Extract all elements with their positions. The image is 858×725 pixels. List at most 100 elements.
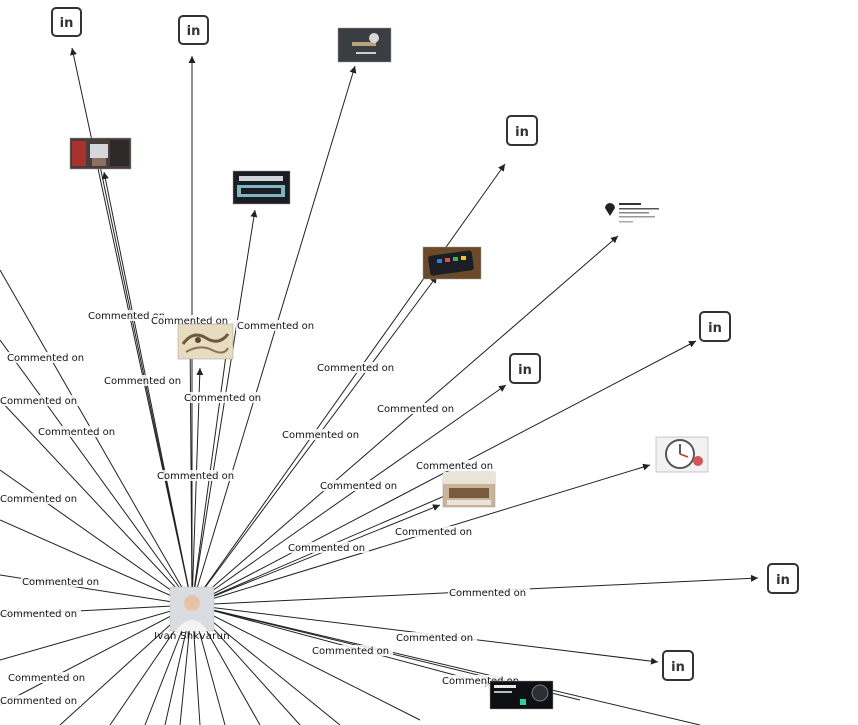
edge-label-background <box>7 672 89 683</box>
edge-label-background <box>0 608 81 619</box>
linkedin-icon <box>51 7 82 37</box>
edge-label: Commented on <box>0 494 77 505</box>
image-node[interactable] <box>337 27 392 63</box>
edge-line <box>0 339 193 606</box>
edge-label-background <box>37 426 119 437</box>
edge-label: Commented on <box>416 461 493 472</box>
vintage-map-icon <box>177 323 234 360</box>
edge-label-background <box>156 470 238 481</box>
linkedin-icon <box>662 650 694 681</box>
edge-line <box>0 604 193 661</box>
linkedin-icon-text: in <box>60 16 74 31</box>
edge-label: Commented on <box>320 481 397 492</box>
edge-label-background <box>150 315 232 326</box>
image-node[interactable] <box>655 436 709 473</box>
image-node[interactable] <box>422 246 482 280</box>
edge-label: Commented on <box>288 543 365 554</box>
edge-label-background <box>395 632 477 643</box>
edge-arrow <box>101 171 193 606</box>
linkedin-node[interactable]: in <box>767 563 799 594</box>
edge-line <box>191 325 231 606</box>
edge-label: Commented on <box>237 321 314 332</box>
edge-label-background <box>394 526 476 537</box>
edge-label: Commented on <box>151 316 228 327</box>
edge-label: Commented on <box>0 609 77 620</box>
linkedin-icon-text: in <box>776 573 790 588</box>
image-node[interactable] <box>232 170 291 205</box>
linkedin-icon-text: in <box>518 363 532 378</box>
edge-label-background <box>236 320 318 331</box>
edge-label: Commented on <box>449 588 526 599</box>
edge-label-background <box>376 403 458 414</box>
edge-arrow <box>191 209 258 606</box>
edge-label-background <box>6 352 88 363</box>
edge-line <box>191 604 701 725</box>
edge-label-background <box>316 362 398 373</box>
edge-label-background <box>87 310 169 321</box>
linkedin-node[interactable]: in <box>699 311 731 342</box>
center-node-label: Ivan Shkvarun <box>154 631 230 642</box>
edge-label: Commented on <box>0 696 77 707</box>
edge-label-background <box>287 542 369 553</box>
edge-label: Commented on <box>312 646 389 657</box>
edge-arrow <box>191 367 204 606</box>
linkedin-icon-text: in <box>671 660 685 675</box>
linkedin-icon <box>506 115 538 146</box>
edge-label: Commented on <box>22 577 99 588</box>
edge-arrow <box>191 235 619 606</box>
nodes-layer: in in in <box>51 7 799 710</box>
document-node[interactable] <box>602 200 670 230</box>
linkedin-node[interactable]: in <box>509 353 541 384</box>
linkedin-icon-text: in <box>187 24 201 39</box>
linkedin-icon <box>699 311 731 342</box>
linkedin-icon-text: in <box>515 125 529 140</box>
edge-label: Commented on <box>8 673 85 684</box>
edge-arrow <box>191 275 438 606</box>
linkedin-icon <box>178 15 209 45</box>
edge-label-background <box>0 695 81 706</box>
edge-label-background <box>183 392 265 403</box>
edge-label: Commented on <box>38 427 115 438</box>
linkedin-node[interactable]: in <box>506 115 538 146</box>
linkedin-node[interactable]: in <box>178 15 209 45</box>
edge-line <box>0 519 193 606</box>
edge-label: Commented on <box>88 311 165 322</box>
edge-label: Commented on <box>442 676 519 687</box>
edge-label-background <box>319 480 401 491</box>
edge-line <box>0 469 193 606</box>
edge-label-background <box>311 645 393 656</box>
edge-label: Commented on <box>282 430 359 441</box>
edge-label: Commented on <box>377 404 454 415</box>
edge-arrow <box>191 163 506 606</box>
edge-label-background <box>0 395 81 406</box>
edge-label: Commented on <box>7 353 84 364</box>
shirt-shape <box>176 620 208 631</box>
edge-line <box>191 604 421 721</box>
edge-label: Commented on <box>157 471 234 482</box>
edge-label: Commented on <box>317 363 394 374</box>
edge-label-background <box>281 429 363 440</box>
edge-label: Commented on <box>395 527 472 538</box>
image-node[interactable] <box>442 471 496 508</box>
image-node[interactable] <box>177 323 234 360</box>
linkedin-icon <box>767 563 799 594</box>
center-person-node[interactable]: Ivan Shkvarun <box>154 586 230 642</box>
edge-line <box>0 269 193 606</box>
linkedin-node[interactable]: in <box>51 7 82 37</box>
linkedin-node[interactable]: in <box>662 650 694 681</box>
edge-arrow <box>191 384 507 606</box>
edge-label: Commented on <box>396 633 473 644</box>
edge-arrow <box>191 65 357 606</box>
edge-label: Commented on <box>184 393 261 404</box>
edge-arrow <box>191 504 441 606</box>
linkedin-icon <box>509 353 541 384</box>
edge-label-background <box>0 493 81 504</box>
image-node[interactable] <box>69 137 132 170</box>
image-node[interactable] <box>489 680 554 710</box>
edge-label: Commented on <box>0 396 77 407</box>
edge-label: Commented on <box>104 376 181 387</box>
edge-line <box>0 604 193 706</box>
face-shape <box>184 595 200 611</box>
